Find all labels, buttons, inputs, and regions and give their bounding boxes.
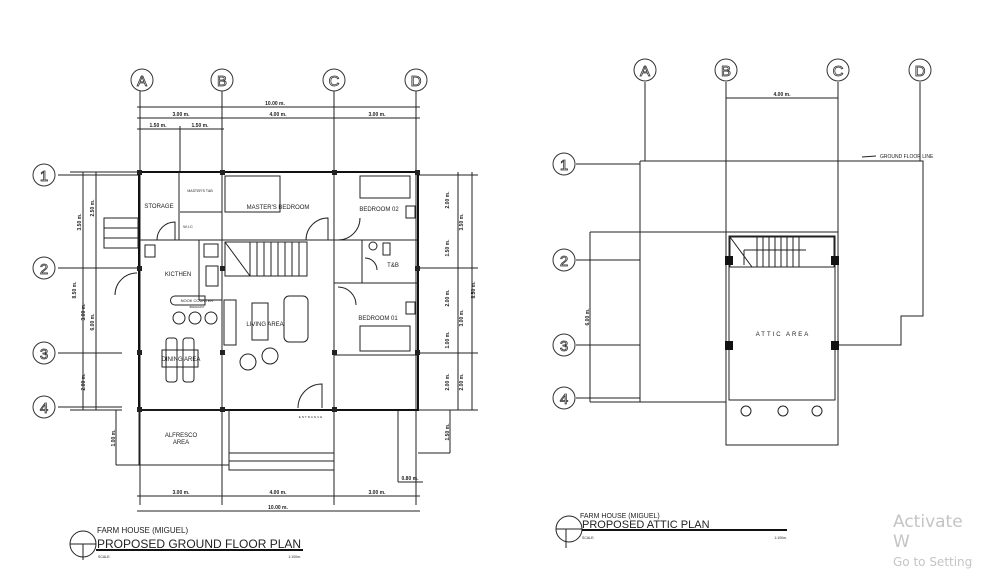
svg-text:10.00 m.: 10.00 m. xyxy=(265,101,285,107)
svg-text:1.00 m.: 1.00 m. xyxy=(445,331,451,349)
nook-counter-label: NOOK COUNTER xyxy=(181,298,214,303)
attic-bubble-A: A xyxy=(633,58,657,82)
room-masters-bedroom: MASTER'S BEDROOM xyxy=(247,205,310,211)
attic-bubble-C: C xyxy=(826,58,850,82)
grid-bubble-4: 4 xyxy=(32,395,56,419)
ground-plan-title-block: FARM HOUSE (MIGUEL) PROPOSED GROUND FLOO… xyxy=(69,526,303,560)
attic-bubble-4: 4 xyxy=(552,386,576,410)
svg-text:1.50 m.: 1.50 m. xyxy=(445,239,451,257)
svg-text:1.00 m.: 1.00 m. xyxy=(111,429,117,447)
svg-text:SCALE:: SCALE: xyxy=(582,536,594,540)
svg-text:3.00 m.: 3.00 m. xyxy=(81,303,87,321)
svg-text:6.00 m.: 6.00 m. xyxy=(585,308,591,326)
attic-bubble-1: 1 xyxy=(552,152,576,176)
grid-bubble-D: D xyxy=(404,68,428,92)
ground-floor-plan: A B C D 1 2 3 4 10.00 m. 3.00 m. 4.00 m.… xyxy=(32,68,478,560)
svg-text:B: B xyxy=(721,63,731,80)
svg-text:3: 3 xyxy=(40,346,48,363)
attic-bubble-B: B xyxy=(714,58,738,82)
svg-text:PROPOSED GROUND FLOOR PLAN: PROPOSED GROUND FLOOR PLAN xyxy=(97,537,301,551)
structural-columns xyxy=(137,170,420,412)
room-dining-area: DINING AREA xyxy=(162,357,201,363)
svg-text:3.00 m.: 3.00 m. xyxy=(369,112,387,118)
svg-text:1.50 m.: 1.50 m. xyxy=(445,423,451,441)
svg-text:B: B xyxy=(217,73,227,90)
svg-text:4.00 m.: 4.00 m. xyxy=(774,92,792,98)
ground-floor-line-label: GROUND FLOOR LINE xyxy=(880,154,934,160)
svg-text:1:100m.: 1:100m. xyxy=(774,536,787,540)
svg-text:0.80 m.: 0.80 m. xyxy=(402,476,420,482)
svg-text:2: 2 xyxy=(40,261,48,278)
grid-bubble-B: B xyxy=(210,68,234,92)
svg-text:4.00 m.: 4.00 m. xyxy=(270,112,288,118)
svg-text:3.50 m.: 3.50 m. xyxy=(459,213,465,231)
svg-text:2: 2 xyxy=(560,253,568,270)
svg-text:A: A xyxy=(640,63,650,80)
grid-bubble-C: C xyxy=(322,68,346,92)
attic-bubble-2: 2 xyxy=(552,248,576,272)
room-tb: T&B xyxy=(387,263,399,269)
activation-watermark: Activate W Go to Setting xyxy=(893,512,973,569)
svg-text:6.00 m.: 6.00 m. xyxy=(90,313,96,331)
svg-text:8.50 m.: 8.50 m. xyxy=(72,281,78,299)
svg-text:1.50 m.: 1.50 m. xyxy=(192,123,210,129)
top-dimensions xyxy=(70,106,473,512)
attic-plan-title-block: FARM HOUSE (MIGUEL) PROPOSED ATTIC PLAN … xyxy=(555,513,787,548)
attic-columns xyxy=(725,256,839,350)
svg-text:C: C xyxy=(833,63,844,80)
svg-text:1: 1 xyxy=(40,168,48,185)
grid-bubble-2: 2 xyxy=(32,256,56,280)
svg-text:FARM HOUSE (MIGUEL): FARM HOUSE (MIGUEL) xyxy=(97,526,188,535)
svg-text:SCALE:: SCALE: xyxy=(98,555,110,559)
svg-text:D: D xyxy=(411,73,422,90)
svg-text:3.00 m.: 3.00 m. xyxy=(173,112,191,118)
svg-text:3.50 m.: 3.50 m. xyxy=(77,213,83,231)
room-living-area: LIVING AREA xyxy=(246,322,283,328)
svg-text:1: 1 xyxy=(560,157,568,174)
svg-text:2.00 m.: 2.00 m. xyxy=(81,373,87,391)
breakfast-label: BREAKFAST xyxy=(190,306,205,309)
svg-text:1:100m.: 1:100m. xyxy=(288,555,301,559)
svg-text:1.50 m.: 1.50 m. xyxy=(150,123,168,129)
svg-text:8.50 m.: 8.50 m. xyxy=(471,281,477,299)
room-alfresco-area: AREA xyxy=(173,440,189,446)
svg-text:D: D xyxy=(915,63,926,80)
attic-bubble-D: D xyxy=(908,58,932,82)
svg-text:FARM HOUSE (MIGUEL): FARM HOUSE (MIGUEL) xyxy=(580,513,660,520)
svg-text:2.50 m.: 2.50 m. xyxy=(90,199,96,217)
svg-text:10.00 m.: 10.00 m. xyxy=(268,505,288,511)
interior-walls xyxy=(103,172,418,471)
grid-bubble-3: 3 xyxy=(32,341,56,365)
svg-text:2.00 m.: 2.00 m. xyxy=(445,289,451,307)
room-attic-area: ATTIC AREA xyxy=(756,332,811,338)
exterior-walls xyxy=(138,171,419,411)
room-masters-tb: MASTER'S T&B xyxy=(187,189,213,193)
room-alfresco: ALFRESCO xyxy=(165,433,198,439)
svg-text:4: 4 xyxy=(560,391,568,408)
svg-text:2.00 m.: 2.00 m. xyxy=(445,191,451,209)
svg-text:2.00 m.: 2.00 m. xyxy=(459,373,465,391)
svg-text:3.00 m.: 3.00 m. xyxy=(369,490,387,496)
svg-text:4: 4 xyxy=(40,400,48,417)
svg-text:2.00 m.: 2.00 m. xyxy=(445,373,451,391)
svg-text:PROPOSED ATTIC PLAN: PROPOSED ATTIC PLAN xyxy=(582,519,710,531)
svg-text:3: 3 xyxy=(560,338,568,355)
svg-text:3.00 m.: 3.00 m. xyxy=(459,309,465,327)
attic-bubble-3: 3 xyxy=(552,333,576,357)
room-bedroom-02: BEDROOM 02 xyxy=(359,207,399,213)
room-storage: STORAGE xyxy=(144,204,173,210)
svg-text:4.00 m.: 4.00 m. xyxy=(270,490,288,496)
grid-bubble-1: 1 xyxy=(32,163,56,187)
room-bedroom-01: BEDROOM 01 xyxy=(358,316,398,322)
attic-plan: A B C D 1 2 3 4 4.00 m. 6.00 m. GROUND F… xyxy=(552,58,934,548)
svg-text:C: C xyxy=(329,73,340,90)
grid-bubble-A: A xyxy=(130,68,154,92)
room-kitchen: KICTHEN xyxy=(165,272,191,278)
entrance-label: ENTRANCE xyxy=(299,415,324,419)
room-wic: W.I.C xyxy=(183,224,193,229)
svg-text:3.00 m.: 3.00 m. xyxy=(173,490,191,496)
svg-text:A: A xyxy=(137,73,147,90)
